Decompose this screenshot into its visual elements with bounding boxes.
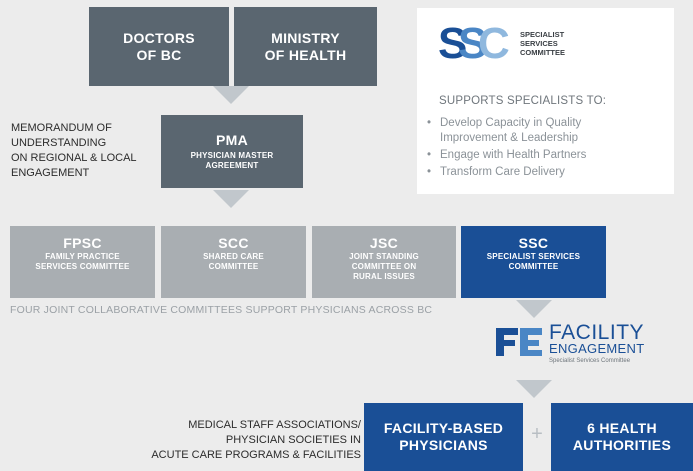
memo-line-3: ON REGIONAL & LOCAL [11, 152, 137, 164]
msa-line-1: MEDICAL STAFF ASSOCIATIONS/ [188, 419, 361, 431]
bullet-2-line-1: Engage with Health Partners [440, 149, 587, 161]
scc-title: SCC [218, 235, 249, 251]
jsc-sub-2: COMMITTEE ON [351, 262, 417, 271]
jsc-box: JSC JOINT STANDING COMMITTEE ON RURAL IS… [312, 226, 456, 298]
fpsc-title: FPSC [63, 235, 102, 251]
ssc-logo-line-2: SERVICES [520, 39, 558, 48]
msa-label: MEDICAL STAFF ASSOCIATIONS/ PHYSICIAN SO… [151, 418, 361, 463]
ssc-heading: SUPPORTS SPECIALISTS TO: [439, 95, 607, 107]
ssc-bullet-list: Develop Capacity in Quality Improvement … [426, 116, 586, 182]
ssc-committee-box: SSC SPECIALIST SERVICES COMMITTEE [461, 226, 606, 298]
msa-line-3: ACUTE CARE PROGRAMS & FACILITIES [151, 449, 361, 461]
arrow-down-1 [213, 86, 249, 104]
pma-sub-1: PHYSICIAN MASTER [190, 151, 274, 160]
facility-based-physicians-box: FACILITY-BASED PHYSICIANS [364, 403, 523, 471]
doctors-line-2: OF BC [136, 46, 182, 63]
scc-box: SCC SHARED CARE COMMITTEE [161, 226, 306, 298]
plus-sign: + [531, 423, 543, 445]
ssc-logo-text: SPECIALIST SERVICES COMMITTEE [520, 30, 565, 57]
ssc-bullet-item: Transform Care Delivery [426, 165, 586, 180]
pma-sub-2: AGREEMENT [205, 161, 259, 170]
arrow-down-2 [213, 190, 249, 208]
pma-title: PMA [215, 132, 248, 148]
doctors-of-bc-box: DOCTORS OF BC [89, 7, 229, 86]
jsc-title: JSC [369, 235, 399, 251]
ssc-logo-line-3: COMMITTEE [520, 48, 565, 57]
svg-text:C: C [478, 19, 509, 64]
scc-sub-2: COMMITTEE [208, 262, 259, 271]
ssc-bullet-item: Develop Capacity in Quality Improvement … [426, 116, 586, 146]
facility-logo-line-1: FACILITY [549, 321, 645, 344]
jsc-sub-3: RURAL ISSUES [353, 272, 415, 281]
memorandum-label: MEMORANDUM OF UNDERSTANDING ON REGIONAL … [11, 121, 137, 181]
bullet-1-line-2: Improvement & Leadership [440, 132, 579, 144]
arrow-down-3 [516, 300, 552, 318]
authorities-line-1: 6 HEALTH [587, 420, 657, 436]
jsc-sub-1: JOINT STANDING [349, 252, 419, 261]
arrow-down-4 [516, 380, 552, 398]
ssc-info-panel: S S C SPECIALIST SERVICES COMMITTEE SUPP… [417, 8, 674, 194]
ministry-line-2: OF HEALTH [264, 46, 347, 63]
facility-engagement-logo-icon [496, 328, 542, 356]
physicians-line-1: FACILITY-BASED [383, 420, 504, 436]
physicians-line-2: PHYSICIANS [399, 437, 488, 453]
facility-logo-line-2: ENGAGEMENT [549, 341, 645, 356]
ssc-sub-2: COMMITTEE [508, 262, 559, 271]
memo-line-2: UNDERSTANDING [11, 137, 107, 149]
ssc-bullet-item: Engage with Health Partners [426, 148, 586, 163]
fpsc-sub-2: SERVICES COMMITTEE [35, 262, 130, 271]
ministry-of-health-box: MINISTRY OF HEALTH [234, 7, 377, 86]
fpsc-sub-1: FAMILY PRACTICE [45, 252, 120, 261]
ssc-title: SSC [518, 235, 549, 251]
memo-line-1: MEMORANDUM OF [11, 122, 112, 134]
doctors-line-1: DOCTORS [123, 29, 195, 46]
scc-sub-1: SHARED CARE [203, 252, 264, 261]
ssc-logo-icon: S S C [438, 19, 518, 64]
health-authorities-box: 6 HEALTH AUTHORITIES [551, 403, 693, 471]
facility-logo-line-3: Specialist Services Committee [549, 358, 631, 364]
msa-line-2: PHYSICIAN SOCIETIES IN [225, 434, 361, 446]
bullet-3-line-1: Transform Care Delivery [440, 166, 565, 178]
authorities-line-2: AUTHORITIES [572, 437, 672, 453]
bullet-1-line-1: Develop Capacity in Quality [440, 117, 582, 129]
committees-caption: FOUR JOINT COLLABORATIVE COMMITTEES SUPP… [10, 304, 433, 316]
ssc-logo-line-1: SPECIALIST [520, 30, 565, 39]
fpsc-box: FPSC FAMILY PRACTICE SERVICES COMMITTEE [10, 226, 155, 298]
memo-line-4: ENGAGEMENT [11, 167, 90, 179]
ministry-line-1: MINISTRY [271, 29, 340, 46]
ssc-sub-1: SPECIALIST SERVICES [486, 252, 581, 261]
pma-box: PMA PHYSICIAN MASTER AGREEMENT [161, 115, 303, 188]
